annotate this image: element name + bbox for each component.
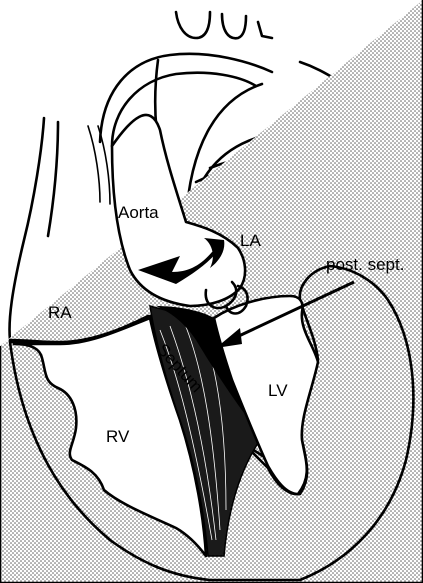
label-la: LA [240, 231, 261, 250]
label-rv: RV [106, 427, 130, 446]
aortic-branch-vessels [176, 12, 272, 38]
label-lv: LV [268, 381, 288, 400]
label-aorta: Aorta [118, 203, 159, 222]
label-ra: RA [48, 303, 72, 322]
label-post-sept: post. sept. [326, 255, 404, 274]
